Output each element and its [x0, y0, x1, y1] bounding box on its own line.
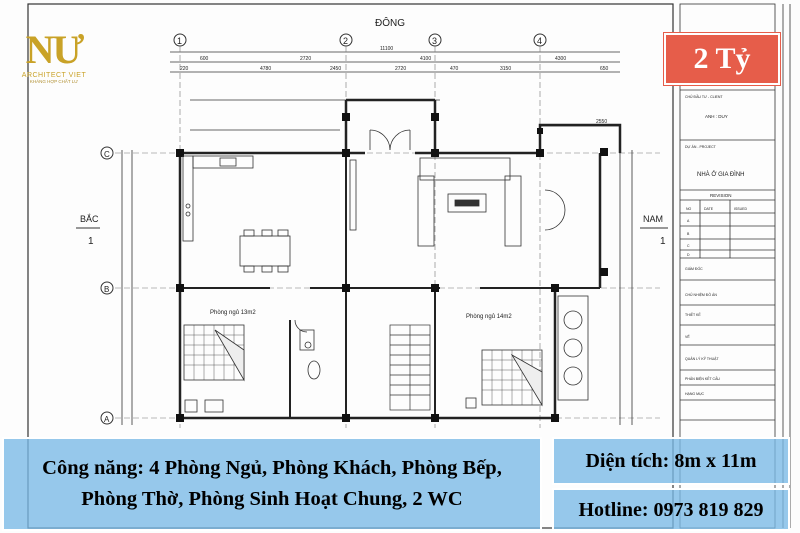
svg-text:C: C — [687, 244, 690, 248]
bedroom-2-bed — [465, 349, 543, 409]
logo-subtitle: KHÁNG HỢP CHẤT LƯ — [29, 79, 79, 84]
living-room-sofa — [417, 157, 522, 247]
svg-text:600: 600 — [200, 56, 209, 62]
title-block-text: CHỦ ĐẦU TƯ - CLIENT ANH : DUY DỰ ÁN - PR… — [685, 94, 748, 396]
room-label-bedroom-2: Phòng ngủ 14m2 — [466, 313, 512, 320]
kitchen — [182, 155, 357, 273]
svg-text:220: 220 — [180, 66, 189, 72]
right-dimension-lines — [619, 150, 633, 425]
svg-text:PHẢN BIỆN KẾT CẤU: PHẢN BIỆN KẾT CẤU — [685, 376, 720, 381]
grid-label-1: 1 — [177, 36, 182, 46]
svg-text:3150: 3150 — [500, 66, 511, 72]
svg-text:A: A — [687, 219, 690, 223]
grid-bubbles-left: C B A — [100, 146, 114, 425]
svg-text:2450: 2450 — [330, 66, 341, 72]
features-line-1: Công năng: 4 Phòng Ngủ, Phòng Khách, Phò… — [42, 457, 502, 479]
svg-text:THIẾT KẾ: THIẾT KẾ — [685, 312, 701, 317]
dim-row1: 600 2720 4100 4300 — [200, 56, 566, 62]
client-label: CHỦ ĐẦU TƯ - CLIENT — [685, 94, 723, 99]
svg-text:D: D — [687, 253, 690, 257]
svg-text:ISSUED: ISSUED — [734, 207, 748, 211]
bedroom-1-bed — [183, 324, 245, 413]
svg-text:B: B — [104, 285, 109, 294]
svg-text:2720: 2720 — [300, 56, 311, 62]
svg-text:C: C — [104, 150, 110, 159]
direction-north-label: BẮC — [80, 214, 99, 224]
svg-text:NO: NO — [686, 207, 692, 211]
svg-text:650: 650 — [600, 66, 609, 72]
price-badge: 2 Tỷ — [664, 33, 780, 85]
logo-name: ARCHITECT VIET — [21, 72, 87, 79]
svg-text:B: B — [687, 232, 690, 236]
entrance-door — [369, 129, 411, 151]
svg-text:VẼ: VẼ — [685, 334, 690, 339]
svg-text:4300: 4300 — [555, 56, 566, 62]
direction-east-label: ĐÔNG — [375, 16, 405, 29]
svg-text:470: 470 — [450, 66, 459, 72]
client-name: ANH : DUY — [705, 114, 728, 119]
grid-label-3: 3 — [432, 36, 437, 46]
svg-text:QUẢN LÝ KỸ THUẬT: QUẢN LÝ KỸ THUẬT — [685, 356, 719, 361]
grid-label-2: 2 — [343, 36, 348, 46]
area-banner: Diện tích: 8m x 11m — [552, 437, 790, 485]
grid-bubbles-top: 1 2 3 4 — [173, 33, 547, 47]
dim-total: 11100 — [380, 46, 393, 52]
project-name: NHÀ Ở GIA ĐÌNH — [697, 171, 744, 178]
dim-row2: 220 4780 2450 2720 470 3150 650 — [180, 66, 609, 72]
svg-text:GIÁM ĐỐC: GIÁM ĐỐC — [685, 266, 703, 271]
svg-text:4780: 4780 — [260, 66, 271, 72]
svg-text:HẠNG MỤC: HẠNG MỤC — [685, 392, 705, 396]
room-label-bedroom-1: Phòng ngủ 13m2 — [210, 309, 256, 316]
svg-text:A: A — [104, 415, 110, 424]
bathroom — [294, 319, 321, 380]
exterior-walls — [178, 98, 622, 420]
revision-label: REVISION — [710, 193, 732, 198]
project-label: DỰ ÁN - PROJECT — [685, 145, 717, 149]
title-block — [679, 3, 791, 529]
section-mark-left: 1 — [88, 236, 94, 247]
dimension-lines-top — [170, 51, 620, 131]
dimension-lines-left — [121, 150, 133, 425]
structural-columns — [176, 113, 608, 422]
features-line-2: Phòng Thờ, Phòng Sinh Hoạt Chung, 2 WC — [81, 488, 463, 510]
logo-mark: NƯ — [25, 27, 85, 72]
grid-axes — [115, 46, 660, 428]
direction-south-label: NAM — [643, 214, 663, 224]
svg-text:4100: 4100 — [420, 56, 431, 62]
interior-walls — [180, 153, 600, 418]
company-logo: NƯ ARCHITECT VIET KHÁNG HỢP CHẤT LƯ — [14, 28, 94, 104]
hotline-banner: Hotline: 0973 819 829 — [552, 488, 790, 531]
features-banner: Công năng: 4 Phòng Ngủ, Phòng Khách, Phò… — [2, 437, 542, 531]
side-door — [544, 189, 566, 231]
staircase — [389, 324, 431, 411]
grid-label-4: 4 — [537, 36, 542, 46]
svg-text:2720: 2720 — [395, 66, 406, 72]
dim-right: 2550 — [596, 119, 607, 125]
svg-text:DATE: DATE — [704, 207, 714, 211]
section-mark-right: 1 — [660, 236, 666, 247]
svg-text:CHỦ NHIỆM ĐỒ ÁN: CHỦ NHIỆM ĐỒ ÁN — [685, 292, 717, 297]
planter-box — [557, 295, 589, 401]
